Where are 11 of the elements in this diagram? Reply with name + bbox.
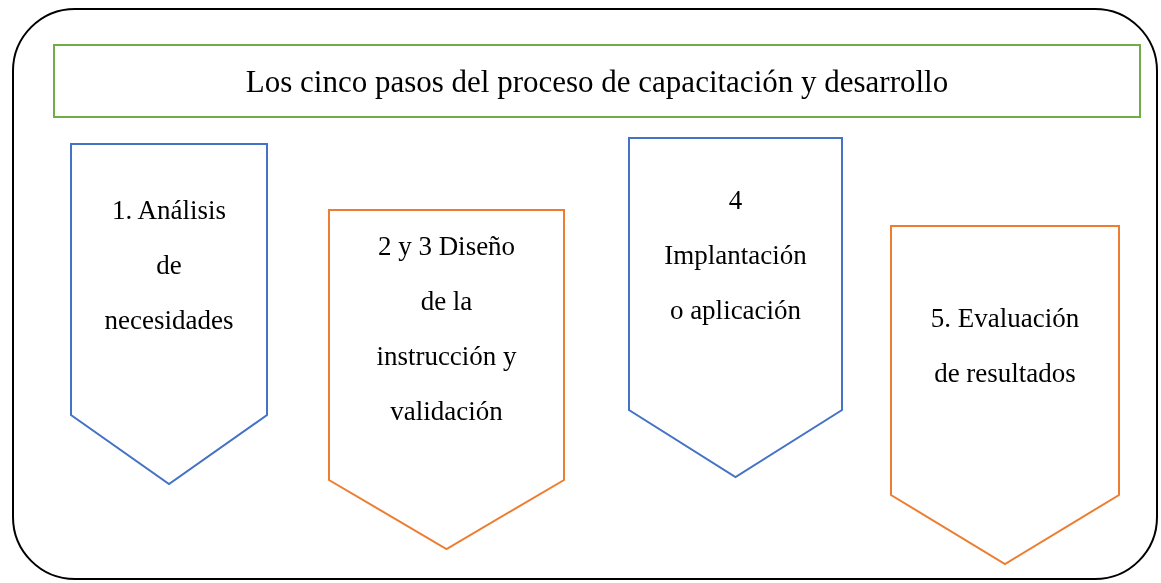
step-label: 2 y 3 Diseño de la instrucción y validación bbox=[375, 230, 518, 428]
step-chevron bbox=[890, 225, 1120, 565]
step-label: 1. Análisis de necesidades bbox=[103, 194, 235, 337]
step-label: 4 Implantación o aplicación bbox=[663, 184, 808, 327]
banner-text: Los cinco pasos del proceso de capacitación y desarrollo bbox=[244, 63, 950, 101]
step-chevron bbox=[70, 143, 268, 485]
step-chevron bbox=[328, 209, 565, 550]
diagram-frame bbox=[12, 8, 1158, 580]
step-label: 5. Evaluación de resultados bbox=[929, 302, 1081, 390]
title-box bbox=[53, 44, 1141, 118]
step-chevron bbox=[628, 137, 843, 478]
